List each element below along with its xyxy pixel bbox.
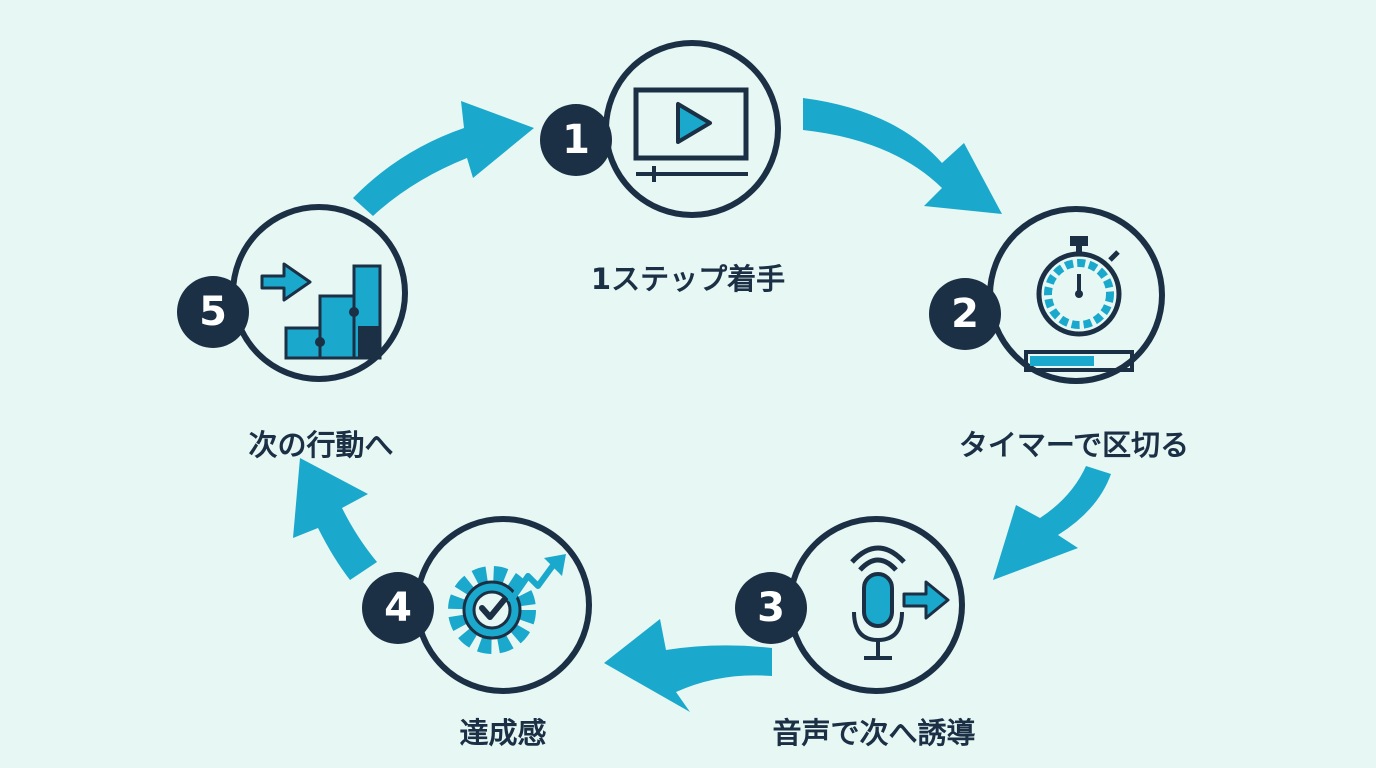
step-label: 1ステップ着手 [590, 262, 786, 296]
step-label: タイマーで区切る [958, 428, 1190, 462]
step-label: 次の行動へ [248, 428, 394, 462]
step-badge: 2 [929, 278, 1001, 350]
arrow-4-to-5 [293, 458, 377, 580]
arrow-1-to-2 [803, 98, 1002, 214]
gear-check-growth-icon [448, 554, 566, 654]
microphone-icon [850, 545, 950, 660]
step-badge: 5 [177, 276, 249, 348]
step-label: 音声で次へ誘導 [772, 716, 976, 750]
puzzle-arrow-icon [260, 262, 382, 360]
arrow-5-to-1 [353, 101, 534, 216]
video-play-icon [633, 87, 749, 182]
step-badge: 3 [735, 572, 807, 644]
stopwatch-icon [1024, 236, 1134, 372]
step-badge: 4 [362, 572, 434, 644]
step-badge: 1 [540, 104, 612, 176]
arrow-2-to-3 [993, 466, 1111, 580]
arrow-3-to-4 [604, 619, 772, 712]
step-label: 達成感 [459, 716, 547, 750]
step-4-circle [414, 516, 592, 694]
